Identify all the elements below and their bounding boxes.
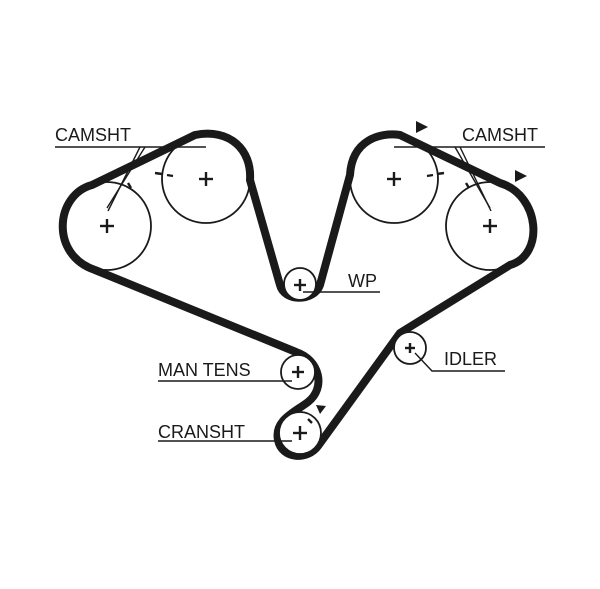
camshaft-left-outer-pulley xyxy=(62,181,152,271)
center-cross-icon xyxy=(100,172,497,440)
leader-lines xyxy=(55,146,545,442)
label-camshaft-right: CAMSHT xyxy=(462,125,538,145)
timing-mark-icon xyxy=(126,171,471,424)
camshaft-left-inner-pulley xyxy=(161,134,251,224)
label-idler: IDLER xyxy=(444,349,497,369)
label-crankshaft: CRANSHT xyxy=(158,422,245,442)
camshaft-right-outer-pulley xyxy=(445,181,535,271)
label-camshaft-left: CAMSHT xyxy=(55,125,131,145)
rotation-arrow-icon xyxy=(316,121,527,414)
camshaft-right-inner-pulley xyxy=(349,134,439,224)
label-water-pump: WP xyxy=(348,271,377,291)
label-manual-tensioner: MAN TENS xyxy=(158,360,251,380)
